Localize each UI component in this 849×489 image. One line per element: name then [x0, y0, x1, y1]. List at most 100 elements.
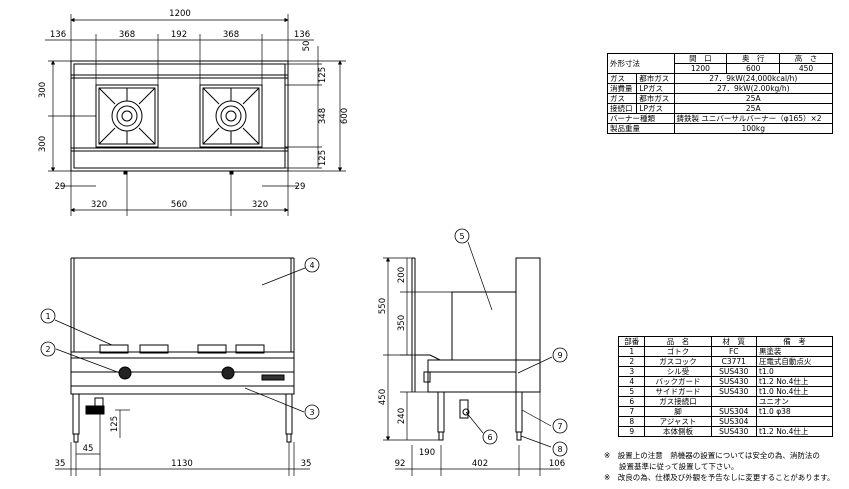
spec-label: LPガス: [636, 83, 675, 94]
spec-value: 27．9kW(24,000kcal/h): [673, 73, 834, 84]
part-material: SUS430: [710, 386, 757, 397]
spec-group: 消費量: [606, 83, 638, 94]
dim-45: 45: [83, 444, 94, 454]
spec-label: 都市ガス: [636, 93, 675, 104]
part-remarks: t1.2 No.4仕上: [755, 376, 834, 387]
part-name: ガスコック: [644, 356, 712, 367]
dim-width: 1200: [169, 9, 191, 19]
part-remarks: t1.0 No.4仕上: [755, 386, 834, 397]
note-line: ※ 改良の為、仕様及び外観を予告なしに変更することがあります。: [604, 473, 835, 482]
dim-125-top: 125: [318, 67, 328, 83]
callout-7: 7: [557, 422, 562, 431]
spec-header-size: 外形寸法: [607, 53, 675, 74]
part-no: 9: [617, 426, 646, 437]
dim-190: 190: [419, 448, 435, 458]
spec-height: 450: [779, 63, 833, 74]
dim-136-left: 136: [50, 30, 66, 40]
part-no: 7: [617, 406, 646, 417]
spec-group: ガス: [606, 73, 638, 84]
dim-106: 106: [549, 459, 565, 469]
top-view-dimensions: [45, 14, 346, 216]
dim-125-bottom: 125: [318, 150, 328, 166]
dim-320-left: 320: [91, 200, 107, 210]
part-remarks: t1.0 φ38: [755, 406, 834, 417]
dim-136-right: 136: [294, 30, 310, 40]
callout-8: 8: [557, 445, 562, 454]
part-remarks: 黒塗装: [755, 346, 834, 357]
callout-2: 2: [45, 345, 50, 354]
dim-50: 50: [302, 41, 312, 52]
spec-burner-value: 鋳鉄製 ユニバーサルバーナー（φ165）×2: [673, 113, 834, 124]
part-no: 4: [617, 376, 646, 387]
spec-width: 1200: [673, 63, 728, 74]
part-no: 2: [617, 356, 646, 367]
part-material: [710, 396, 757, 407]
spec-label: 都市ガス: [636, 73, 675, 84]
spec-header-width: 間 口: [673, 53, 728, 64]
top-view: [70, 60, 289, 175]
part-material: SUS430: [710, 426, 757, 437]
part-name: ガス接続口: [644, 396, 712, 407]
callout-3: 3: [309, 408, 314, 417]
part-no: 5: [617, 386, 646, 397]
spec-group: ガス: [606, 93, 638, 104]
front-view: [70, 257, 295, 443]
dim-92: 92: [395, 459, 406, 469]
part-name: バックガード: [644, 376, 712, 387]
dim-560: 560: [171, 200, 187, 210]
callout-9: 9: [557, 351, 562, 360]
part-no: 6: [617, 396, 646, 407]
part-name: サイドガード: [644, 386, 712, 397]
dim-29-left: 29: [55, 182, 66, 192]
dim-192: 192: [171, 30, 187, 40]
part-material: SUS430: [710, 376, 757, 387]
spec-value: 25A: [673, 93, 834, 104]
part-remarks: 圧電式自動点火: [755, 356, 834, 367]
dim-368-right: 368: [223, 30, 239, 40]
spec-weight-label: 製品重量: [607, 123, 675, 134]
dim-35-left: 35: [55, 459, 66, 469]
parts-header-remarks: 備 考: [755, 336, 834, 347]
dim-240: 240: [397, 408, 407, 424]
dim-35-right: 35: [301, 459, 312, 469]
dim-348: 348: [318, 108, 328, 124]
part-remarks: [755, 416, 834, 427]
part-material: SUS430: [710, 366, 757, 377]
part-name: シル受: [644, 366, 712, 377]
dim-450: 450: [378, 389, 388, 405]
dim-300-top: 300: [38, 82, 48, 98]
spec-group: 接続口: [606, 103, 638, 114]
part-remarks: ユニオン: [755, 396, 834, 407]
burner-grate-left: [95, 84, 159, 148]
notes: ※ 設置上の注意 熱機器の設置については安全の為、消防法の 設置基準に従って設置…: [604, 450, 835, 483]
note-line: 設置基準に従って設置して下さい。: [604, 462, 739, 471]
spec-table: 外形寸法 間 口 奥 行 高 さ 1200 600 450 ガス 都市ガス 27…: [606, 53, 834, 134]
dim-320-right: 320: [252, 200, 268, 210]
spec-header-depth: 奥 行: [726, 53, 781, 64]
spec-value: 27．9kW(2.00kg/h): [673, 83, 834, 94]
spec-depth: 600: [726, 63, 781, 74]
part-no: 3: [617, 366, 646, 377]
spec-header-height: 高 さ: [779, 53, 833, 64]
callout-circles: [40, 228, 568, 457]
callout-4: 4: [309, 261, 314, 270]
callout-5: 5: [459, 232, 464, 241]
part-no: 1: [617, 346, 646, 357]
spec-burner-label: バーナー種類: [607, 113, 675, 124]
part-no: 8: [617, 416, 646, 427]
part-remarks: t1.2 No.4仕上: [755, 426, 834, 437]
note-line: ※ 設置上の注意 熱機器の設置については安全の為、消防法の: [604, 451, 820, 460]
dim-29-right: 29: [295, 182, 306, 192]
dim-368-left: 368: [119, 30, 135, 40]
front-view-dimensions: [55, 409, 310, 476]
